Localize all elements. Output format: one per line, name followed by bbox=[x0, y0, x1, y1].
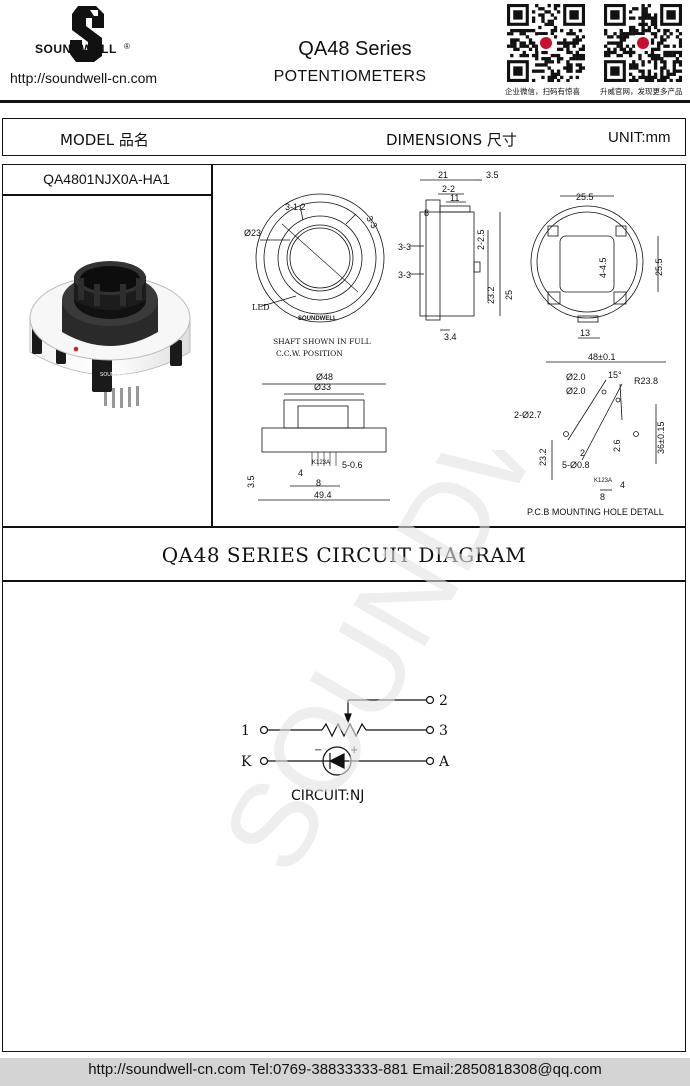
dim-11: 11 bbox=[450, 193, 459, 203]
svg-text:SOUNDWELL: SOUNDWELL bbox=[100, 372, 132, 378]
dim-diameter-48: Ø48 bbox=[316, 372, 333, 382]
led-plus: + bbox=[350, 745, 358, 756]
dim-pcb-hole2: Ø2.0 bbox=[566, 386, 586, 396]
part-number: QA4801NJX0A-HA1 bbox=[43, 171, 170, 187]
dim-diameter-33: Ø33 bbox=[314, 382, 331, 392]
header-divider bbox=[0, 100, 690, 103]
dim-pcb-8: 8 bbox=[600, 492, 605, 502]
pcb-caption: P.C.B MOUNTING HOLE DETALL bbox=[527, 507, 664, 517]
dimensions-label: DIMENSIONS 尺寸 bbox=[386, 131, 517, 149]
brand-name: SOUNDWELL bbox=[35, 42, 117, 56]
dim-13: 13 bbox=[580, 328, 590, 338]
dim-top-3-3: 3-3 bbox=[364, 214, 379, 230]
dim-front-8: 8 bbox=[316, 478, 321, 488]
back-view: 25.5 25.5 4-4.5 13 bbox=[530, 192, 664, 339]
dim-pcb-hole1: Ø2.0 bbox=[566, 372, 586, 382]
dim-pcb-48: 48±0.1 bbox=[588, 352, 615, 362]
dim-side-3-3b: 3-3 bbox=[398, 270, 411, 280]
dim-8: 8 bbox=[424, 208, 429, 218]
circuit-diagram-title: QA48 SERIES CIRCUIT DIAGRAM bbox=[161, 543, 527, 567]
vertical-divider bbox=[211, 164, 213, 526]
dim-front-3-5: 3.5 bbox=[246, 475, 256, 488]
soundwell-logo bbox=[70, 6, 104, 62]
circuit-pin-2: 2 bbox=[439, 693, 448, 709]
dim-5-0-6: 5-0.6 bbox=[342, 460, 363, 470]
model-label: MODEL 品名 bbox=[60, 131, 149, 149]
circuit-pin-a: A bbox=[438, 754, 450, 770]
table-header-bar bbox=[2, 118, 686, 156]
dim-pcb-36: 36±0.15 bbox=[656, 422, 666, 454]
dim-pcb-4: 4 bbox=[620, 480, 625, 490]
part-number-divider bbox=[2, 194, 211, 196]
front-pin-labels: K123A bbox=[312, 460, 330, 466]
footer-bar bbox=[0, 1058, 690, 1086]
dim-shaft-slot: 3-1.2 bbox=[285, 202, 306, 212]
qr-code-website bbox=[604, 4, 682, 82]
led-label: LED bbox=[252, 303, 270, 312]
circuit-pin-k: K bbox=[241, 754, 252, 770]
product-photo: SOUNDWELL bbox=[29, 261, 191, 408]
section-divider-bottom bbox=[2, 580, 686, 582]
pcb-pin-labels: K123A bbox=[594, 478, 612, 484]
dim-front-4: 4 bbox=[298, 468, 303, 478]
top-view: 3-1.2 3-3 Ø23 LED SOUNDWELL SHAFT SHOWN … bbox=[244, 193, 385, 358]
unit-label: UNIT:mm bbox=[608, 129, 671, 146]
dim-side-3-3a: 3-3 bbox=[398, 242, 411, 252]
dim-2-2-5: 2-2.5 bbox=[476, 229, 486, 250]
led-minus: − bbox=[314, 745, 322, 756]
footer-contact: http://soundwell-cn.com Tel:0769-3883333… bbox=[88, 1061, 602, 1078]
section-divider-top bbox=[2, 526, 686, 528]
qr-caption-wechat: 企业微信，扫码有惊喜 bbox=[505, 87, 580, 96]
dim-pcb-2: 2 bbox=[580, 448, 585, 458]
datasheet-frame bbox=[2, 164, 686, 1052]
dim-25: 25 bbox=[504, 290, 514, 300]
dim-pcb-2-7: 2-Ø2.7 bbox=[514, 410, 542, 420]
header-website[interactable]: http://soundwell-cn.com bbox=[10, 70, 158, 86]
dim-pcb-radius: R23.8 bbox=[634, 376, 658, 386]
category-title: POTENTIOMETERS bbox=[273, 68, 427, 85]
circuit-pin-3: 3 bbox=[439, 723, 448, 739]
dim-3-5: 3.5 bbox=[486, 170, 499, 180]
dim-diameter-23: Ø23 bbox=[244, 228, 261, 238]
dim-23-2: 23.2 bbox=[486, 286, 496, 304]
pcb-hole-detail: 48±0.1 Ø2.0 Ø2.0 15° R23.8 2-Ø2.7 23.2 2… bbox=[514, 352, 666, 517]
dim-pcb-2-6: 2.6 bbox=[612, 439, 622, 452]
dim-4-4-5: 4-4.5 bbox=[598, 257, 608, 278]
qr-caption-website: 升威官网，发现更多产品 bbox=[600, 87, 683, 96]
dim-49-4: 49.4 bbox=[314, 490, 332, 500]
top-view-brand: SOUNDWELL bbox=[298, 316, 337, 322]
shaft-note-1: SHAFT SHOWN IN FULL bbox=[273, 337, 371, 346]
registered-mark: ® bbox=[124, 42, 130, 51]
dim-pcb-23-2: 23.2 bbox=[538, 448, 548, 466]
dim-3-4: 3.4 bbox=[444, 332, 457, 342]
circuit-pin-1: 1 bbox=[241, 723, 250, 739]
dim-back-width: 25.5 bbox=[576, 192, 594, 202]
series-title: QA48 Series bbox=[298, 38, 412, 60]
dim-pcb-angle: 15° bbox=[608, 370, 622, 380]
dim-21: 21 bbox=[438, 170, 448, 180]
dim-2-2: 2-2 bbox=[442, 184, 455, 194]
dim-pcb-0-8: 5-Ø0.8 bbox=[562, 460, 590, 470]
circuit-diagram: 1 2 3 K A − + CIRCUIT:NJ bbox=[241, 693, 450, 804]
dim-back-height: 25.5 bbox=[654, 258, 664, 276]
dimension-drawings: 3-1.2 3-3 Ø23 LED SOUNDWELL SHAFT SHOWN … bbox=[244, 170, 666, 517]
qr-code-wechat bbox=[507, 4, 585, 82]
shaft-note-2: C.C.W. POSITION bbox=[276, 349, 343, 358]
front-view: Ø48 Ø33 3.5 4 5-0.6 8 49.4 K123A bbox=[246, 372, 390, 501]
circuit-name: CIRCUIT:NJ bbox=[291, 788, 364, 804]
side-view: 21 3.5 2-2 11 8 3-3 3-3 2-2.5 23.2 25 3.… bbox=[398, 170, 514, 342]
